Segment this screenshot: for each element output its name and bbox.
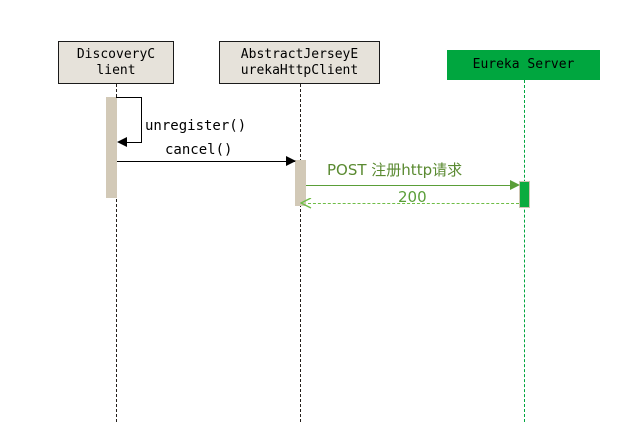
- message-label-cancel: cancel(): [165, 142, 233, 158]
- message-label-unregister: unregister(): [145, 118, 247, 134]
- message-post-register-line: [306, 185, 518, 186]
- message-unregister-line-right: [141, 97, 142, 142]
- activation-bar-eureka-server: [519, 181, 530, 208]
- lifeline-abstract-jersey-eureka-http-client: [300, 84, 301, 422]
- message-label-post-register: POST 注册http请求: [327, 161, 463, 179]
- participant-label-line-1: DiscoveryC: [76, 46, 156, 62]
- message-cancel-arrowhead: [286, 156, 296, 166]
- activation-bar-abstract-jersey-eureka-http-client: [295, 160, 306, 206]
- message-label-response-200: 200: [398, 188, 427, 206]
- message-unregister-line-bottom: [126, 142, 142, 143]
- message-unregister-line-top: [116, 97, 142, 98]
- activation-bar-discovery-client: [106, 97, 117, 198]
- message-unregister-arrowhead: [117, 137, 127, 147]
- message-cancel-line: [117, 161, 295, 162]
- participant-box-abstract-jersey-eureka-http-client[interactable]: AbstractJerseyE urekaHttpClient: [219, 41, 380, 84]
- participant-box-discovery-client[interactable]: DiscoveryC lient: [58, 41, 174, 84]
- message-response-200-arrowhead: [300, 198, 312, 209]
- participant-label-line-2: urekaHttpClient: [240, 62, 359, 78]
- lifeline-discovery-client: [116, 84, 117, 422]
- participant-label-line-2: lient: [96, 62, 136, 78]
- message-post-register-arrowhead: [510, 180, 520, 190]
- participant-box-eureka-server[interactable]: Eureka Server: [447, 50, 600, 80]
- message-response-200-line: [308, 203, 519, 204]
- participant-label-line-1: AbstractJerseyE: [240, 46, 359, 62]
- participant-label-line-1: Eureka Server: [472, 57, 575, 72]
- lifeline-eureka-server: [524, 80, 525, 422]
